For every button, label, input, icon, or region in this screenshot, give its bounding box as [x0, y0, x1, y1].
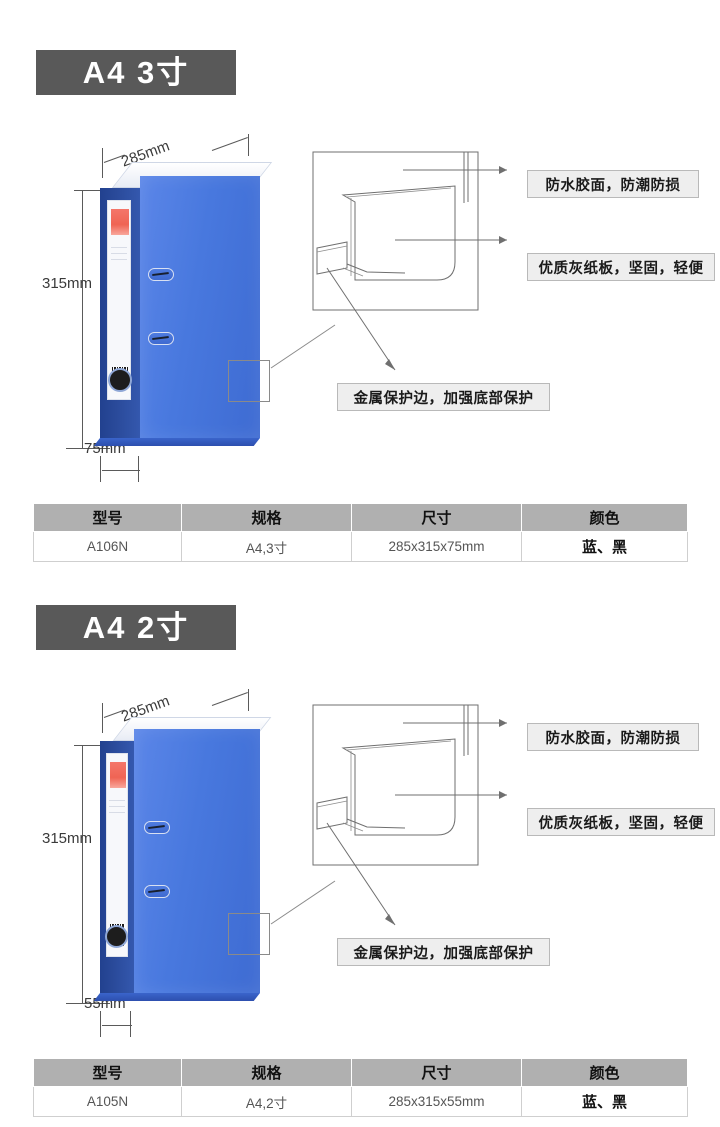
table-cell-model: A105N: [33, 1086, 182, 1117]
callout-waterproof: 防水胶面，防潮防损: [527, 170, 699, 198]
callout-metal-edge: 金属保护边，加强底部保护: [337, 383, 550, 411]
binder-bottom-edge: [93, 993, 260, 1001]
product-section-a4-3cun: A4 3寸 285mm 315mm 75mm: [0, 0, 720, 580]
table-header-cell: 颜色: [521, 1058, 688, 1087]
spec-table: 型号 规格 尺寸 颜色 A106N A4,3寸 285x315x75mm 蓝、黑: [33, 503, 688, 562]
depth-dim-tick-left: [100, 1011, 101, 1037]
depth-dim-tick-right: [130, 1011, 131, 1037]
detail-highlight-square: [228, 360, 270, 402]
callout-board-quality: 优质灰纸板，坚固，轻便: [527, 808, 715, 836]
spine-label-accent-block: [111, 209, 129, 235]
product-section-a4-2cun: A4 2寸 285mm 315mm 55mm: [0, 550, 720, 1127]
table-cell-spec: A4,3寸: [181, 531, 352, 562]
spine-label-rule: [110, 247, 128, 248]
finger-hole: [105, 925, 128, 948]
width-dim-tick-left: [102, 703, 103, 733]
thumb-slot-lower: [144, 885, 170, 898]
depth-dim-tick-right: [138, 456, 139, 482]
table-header-cell: 规格: [181, 503, 352, 532]
thumb-slot-upper: [144, 821, 170, 834]
table-cell-size: 285x315x55mm: [351, 1086, 522, 1117]
callout-metal-edge: 金属保护边，加强底部保护: [337, 938, 550, 966]
table-cell-size: 285x315x75mm: [351, 531, 522, 562]
table-header-cell: 型号: [33, 1058, 182, 1087]
height-dim-line: [82, 745, 83, 1003]
height-dim-line: [82, 190, 83, 448]
spine-label-rule: [109, 800, 125, 801]
table-header-cell: 型号: [33, 503, 182, 532]
height-dim-tick-bottom: [66, 448, 110, 449]
thumb-slot-lower: [148, 332, 174, 345]
table-row: A106N A4,3寸 285x315x75mm 蓝、黑: [33, 531, 688, 562]
spine-label: [107, 200, 131, 400]
thumb-slot-upper: [148, 268, 174, 281]
depth-dim-line: [102, 1025, 132, 1026]
cross-section-diagram: [270, 151, 507, 371]
detail-highlight-square: [228, 913, 270, 955]
binder-front-cover: [140, 176, 260, 438]
binder-bottom-edge: [93, 438, 260, 446]
height-dimension-label: 315mm: [42, 830, 93, 847]
depth-dim-tick-left: [100, 456, 101, 482]
finger-hole: [108, 368, 132, 392]
binder-illustration: 285mm 315mm 55mm: [42, 689, 320, 1037]
binder-body: [93, 162, 273, 450]
width-dim-line-right: [211, 692, 248, 706]
spine-label-rule: [109, 812, 125, 813]
width-dim-tick-right: [248, 134, 249, 156]
cross-section-diagram: [270, 704, 507, 926]
table-header-cell: 规格: [181, 1058, 352, 1087]
table-cell-color: 蓝、黑: [521, 531, 688, 562]
binder-front-cover: [134, 729, 260, 993]
depth-dim-line: [102, 470, 140, 471]
width-dim-tick-left: [102, 148, 103, 178]
table-header-cell: 尺寸: [351, 503, 522, 532]
height-dim-tick-top: [74, 190, 118, 191]
table-row: A105N A4,2寸 285x315x55mm 蓝、黑: [33, 1086, 688, 1117]
section-title-banner: A4 2寸: [36, 605, 236, 650]
spine-label-rule: [109, 806, 125, 807]
table-header-cell: 颜色: [521, 503, 688, 532]
spine-label-rule: [110, 259, 128, 260]
table-cell-color: 蓝、黑: [521, 1086, 688, 1117]
width-dim-line-right: [211, 137, 248, 151]
binder-illustration: 285mm 315mm 75mm: [42, 134, 320, 482]
table-header-row: 型号 规格 尺寸 颜色: [33, 1058, 688, 1087]
width-dim-tick-right: [248, 689, 249, 711]
table-cell-model: A106N: [33, 531, 182, 562]
height-dim-tick-bottom: [66, 1003, 110, 1004]
height-dimension-label: 315mm: [42, 275, 93, 292]
section-title-banner: A4 3寸: [36, 50, 236, 95]
height-dim-tick-top: [74, 745, 118, 746]
table-header-cell: 尺寸: [351, 1058, 522, 1087]
binder-body: [93, 717, 272, 1005]
spine-label-accent-block: [110, 762, 126, 788]
table-cell-spec: A4,2寸: [181, 1086, 352, 1117]
callout-board-quality: 优质灰纸板，坚固，轻便: [527, 253, 715, 281]
spec-table: 型号 规格 尺寸 颜色 A105N A4,2寸 285x315x55mm 蓝、黑: [33, 1058, 688, 1117]
spine-label-rule: [110, 253, 128, 254]
table-header-row: 型号 规格 尺寸 颜色: [33, 503, 688, 532]
callout-waterproof: 防水胶面，防潮防损: [527, 723, 699, 751]
